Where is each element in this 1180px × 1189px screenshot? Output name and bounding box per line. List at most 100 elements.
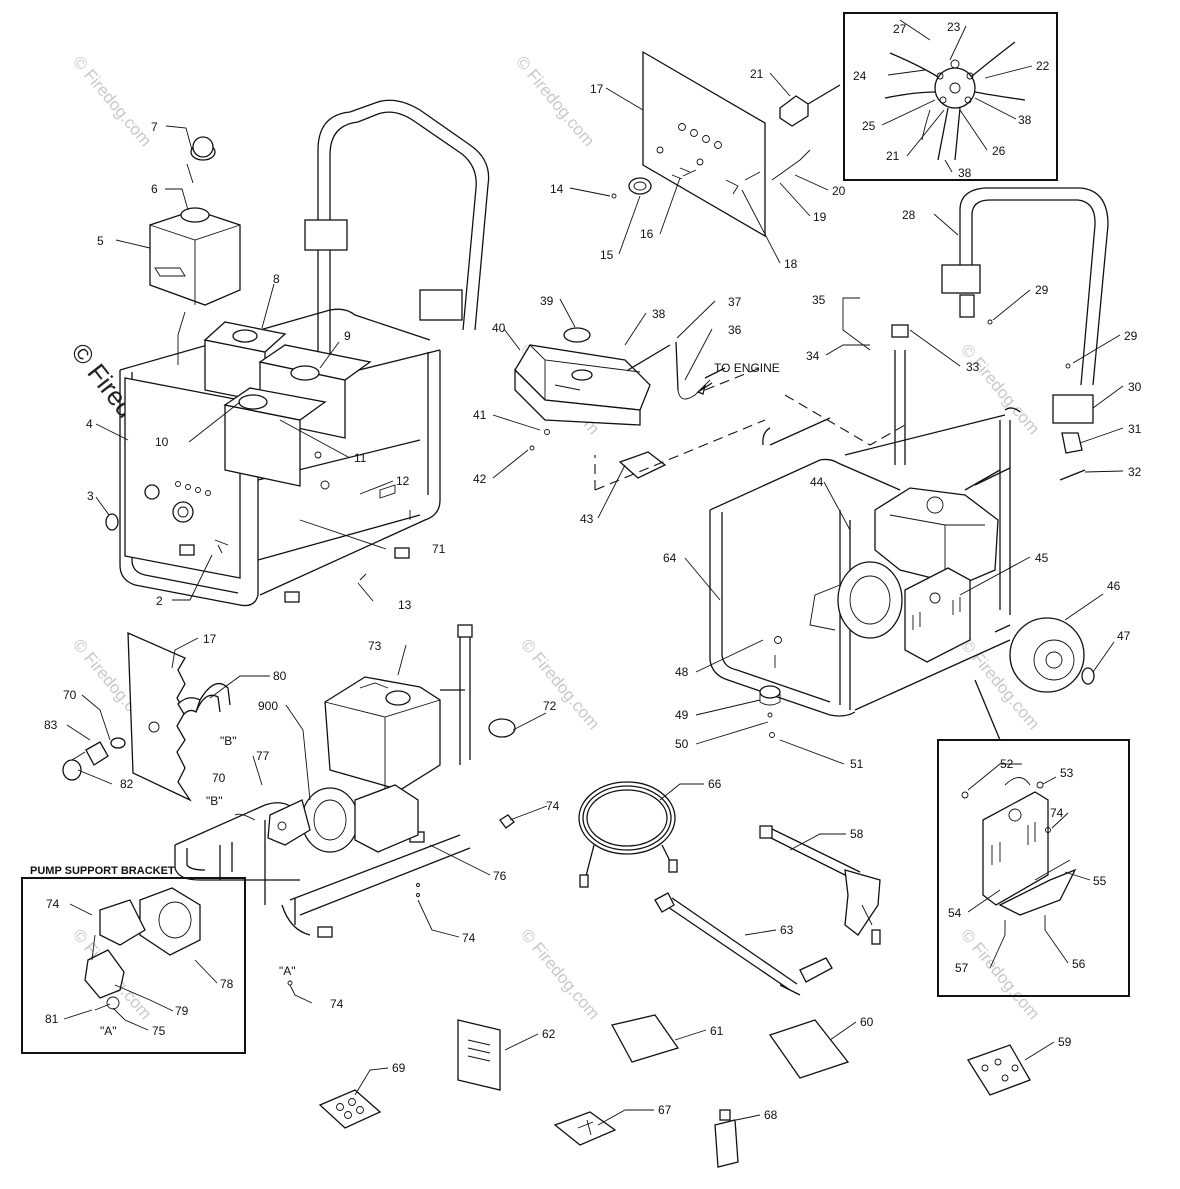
washer-panel — [62, 631, 231, 802]
callout-3: 3 — [87, 489, 94, 503]
callout-77: 77 — [256, 749, 270, 763]
fuel-tank-assembly — [514, 327, 906, 491]
callout-44: 44 — [810, 475, 824, 489]
callout-19: 19 — [813, 210, 827, 224]
pump-support-bracket-label: PUMP SUPPORT BRACKET — [30, 865, 175, 877]
callout-14: 14 — [550, 182, 564, 196]
callout-49: 49 — [675, 708, 689, 722]
callout-74: 74 — [462, 931, 476, 945]
captions: TO ENGINE PUMP SUPPORT BRACKET "B" "B" "… — [30, 361, 780, 1038]
callout-7: 7 — [151, 120, 158, 134]
callout-21: 21 — [886, 149, 900, 163]
callout-4: 4 — [86, 417, 93, 431]
callout-12: 12 — [396, 474, 410, 488]
callout-10: 10 — [155, 435, 169, 449]
callout-59: 59 — [1058, 1035, 1072, 1049]
callout-82: 82 — [120, 777, 134, 791]
callout-74: 74 — [330, 997, 344, 1011]
to-engine-label: TO ENGINE — [714, 361, 780, 375]
callout-68: 68 — [764, 1108, 778, 1122]
callout-25: 25 — [862, 119, 876, 133]
pressure-washer-assembly — [174, 624, 516, 986]
callout-74: 74 — [546, 799, 560, 813]
callout-13: 13 — [398, 598, 412, 612]
callout-81: 81 — [45, 1012, 59, 1026]
callout-5: 5 — [97, 234, 104, 248]
callout-34: 34 — [806, 349, 820, 363]
callout-36: 36 — [728, 323, 742, 337]
to-engine-arrowhead — [696, 384, 707, 395]
callout-900: 900 — [258, 699, 278, 713]
callout-18: 18 — [784, 257, 798, 271]
callout-53: 53 — [1060, 766, 1074, 780]
callout-42: 42 — [473, 472, 487, 486]
callout-63: 63 — [780, 923, 794, 937]
callout-78: 78 — [220, 977, 234, 991]
callout-28: 28 — [902, 208, 916, 222]
callout-83: 83 — [44, 718, 58, 732]
callout-80: 80 — [273, 669, 287, 683]
callout-39: 39 — [540, 294, 554, 308]
callout-46: 46 — [1107, 579, 1121, 593]
callout-57: 57 — [955, 961, 969, 975]
callout-74: 74 — [46, 897, 60, 911]
handle-hardware — [941, 187, 1109, 481]
callout-33: 33 — [966, 360, 980, 374]
callout-27: 27 — [893, 22, 907, 36]
control-panel-plate — [611, 50, 841, 238]
callout-2: 2 — [156, 594, 163, 608]
callout-38: 38 — [652, 307, 666, 321]
callout-17: 17 — [590, 82, 604, 96]
callout-38: 38 — [958, 166, 972, 180]
connection-label-a: "A" — [100, 1024, 117, 1038]
callout-76: 76 — [493, 869, 507, 883]
leader-lines — [63, 19, 1124, 1126]
callout-41: 41 — [473, 408, 487, 422]
generator-frame-assembly — [105, 99, 490, 607]
callout-52: 52 — [1000, 757, 1014, 771]
callout-61: 61 — [710, 1024, 724, 1038]
callout-11: 11 — [354, 451, 367, 465]
callout-75: 75 — [152, 1024, 166, 1038]
callout-51: 51 — [850, 757, 864, 771]
callout-62: 62 — [542, 1027, 556, 1041]
callout-66: 66 — [708, 777, 722, 791]
callout-47: 47 — [1117, 629, 1131, 643]
callout-40: 40 — [492, 321, 506, 335]
callout-74: 74 — [1050, 806, 1064, 820]
callout-43: 43 — [580, 512, 594, 526]
callout-48: 48 — [675, 665, 689, 679]
muffler-inset — [937, 679, 1130, 997]
callout-69: 69 — [392, 1061, 406, 1075]
watermark: © Firedog.com — [517, 635, 603, 733]
callout-73: 73 — [368, 639, 382, 653]
watermark: © Firedog.com — [512, 52, 598, 150]
callout-67: 67 — [658, 1103, 672, 1117]
callout-23: 23 — [947, 20, 961, 34]
callout-71: 71 — [432, 542, 446, 556]
callout-58: 58 — [850, 827, 864, 841]
callout-30: 30 — [1128, 380, 1142, 394]
callout-55: 55 — [1093, 874, 1107, 888]
callout-32: 32 — [1128, 465, 1142, 479]
callout-50: 50 — [675, 737, 689, 751]
callout-29: 29 — [1035, 283, 1049, 297]
callout-26: 26 — [992, 144, 1006, 158]
callout-22: 22 — [1036, 59, 1050, 73]
accessories — [318, 781, 1031, 1168]
callout-29: 29 — [1124, 329, 1138, 343]
watermark: © Firedog.com — [69, 52, 155, 150]
connection-label-a: "A" — [279, 964, 296, 978]
connection-label-b: "B" — [220, 734, 237, 748]
callout-20: 20 — [832, 184, 846, 198]
callout-70: 70 — [63, 688, 77, 702]
callout-79: 79 — [175, 1004, 189, 1018]
callout-60: 60 — [860, 1015, 874, 1029]
callout-6: 6 — [151, 182, 158, 196]
watermark: © Firedog.com — [517, 925, 603, 1023]
callout-56: 56 — [1072, 957, 1086, 971]
callout-numbers: 2 3 4 5 6 7 8 9 10 11 12 13 14 15 16 17 … — [44, 20, 1142, 1122]
callout-8: 8 — [273, 272, 280, 286]
outlet-wiring-inset — [843, 12, 1058, 181]
callout-9: 9 — [344, 329, 351, 343]
